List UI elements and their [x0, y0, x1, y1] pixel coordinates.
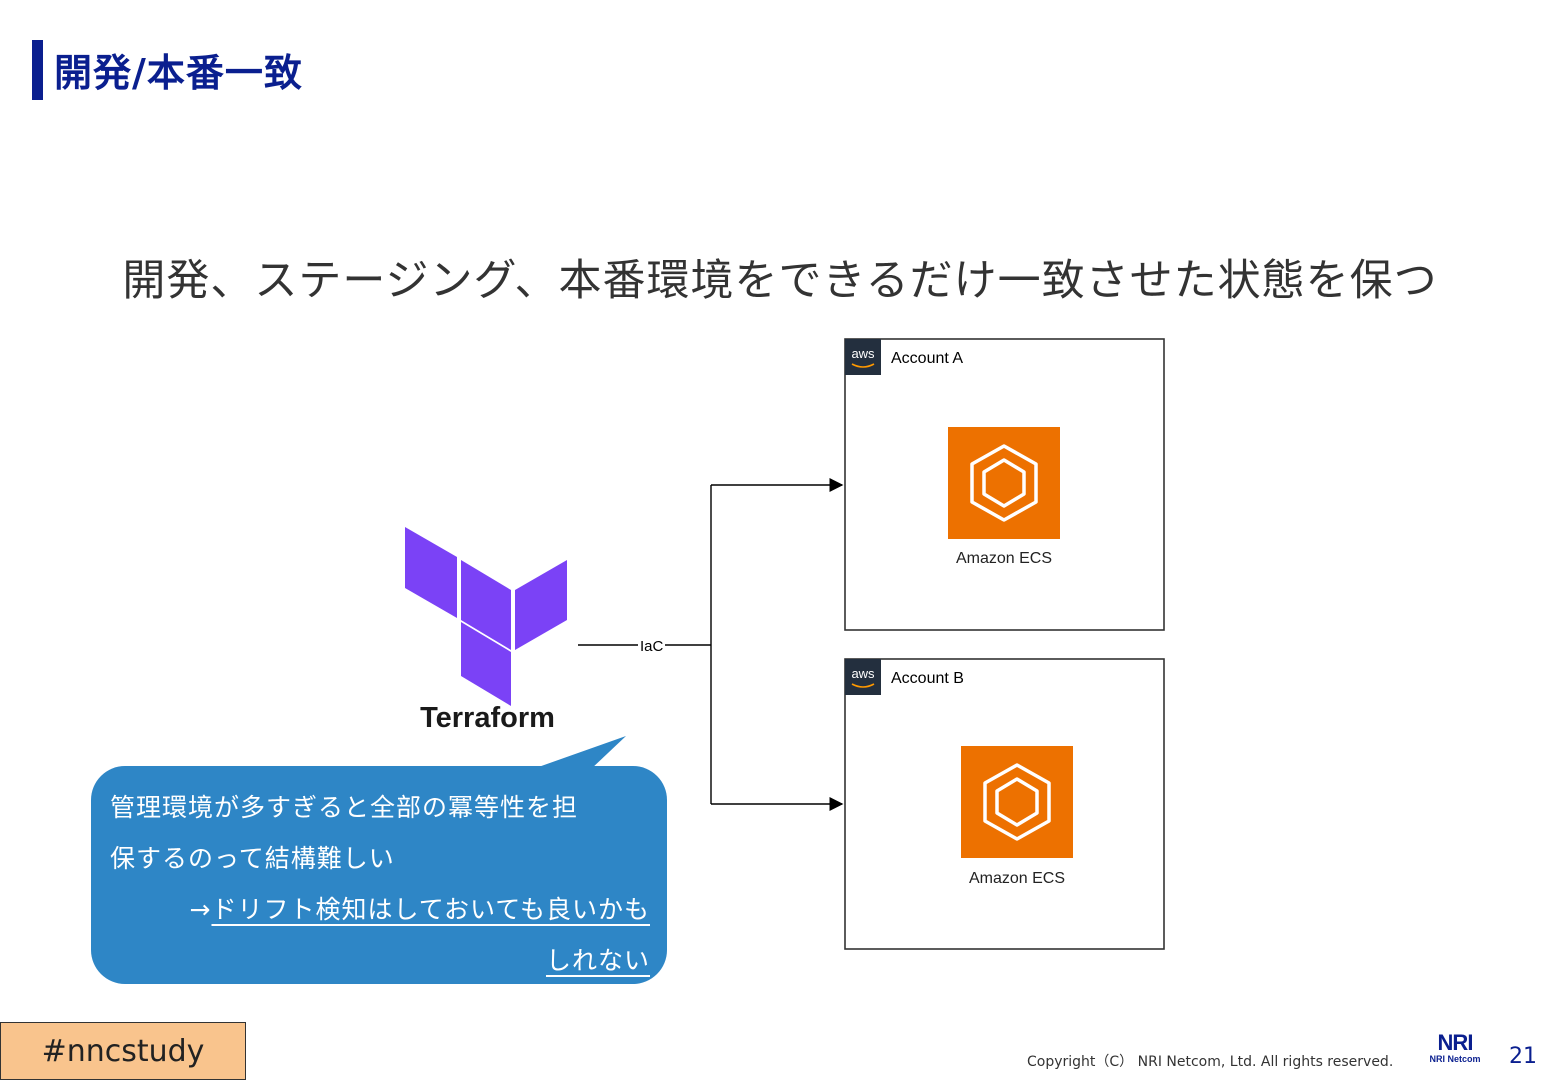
- callout-text: 管理環境が多すぎると全部の冪等性を担 保するのって結構難しい →ドリフト検知はし…: [110, 782, 650, 986]
- account-b-label: Account B: [891, 670, 964, 687]
- slide-title: 開発/本番一致: [54, 51, 303, 95]
- callout-emphasis-2: しれない: [545, 946, 650, 975]
- callout-line-4: しれない: [110, 935, 650, 986]
- title-accent-bar: [32, 40, 43, 100]
- callout-line-2: 保するのって結構難しい: [110, 844, 395, 873]
- ecs-icon: [961, 746, 1073, 858]
- hashtag-badge: #nncstudy: [0, 1022, 246, 1080]
- account-a-service-label: Amazon ECS: [955, 550, 1053, 567]
- ecs-icon: [948, 427, 1060, 539]
- slide-subtitle: 開発、ステージング、本番環境をできるだけ一致させた状態を保つ: [122, 256, 1438, 306]
- aws-badge-text: aws: [851, 666, 875, 681]
- callout-emphasis-1: ドリフト検知はしておいても良いかも: [211, 895, 650, 924]
- aws-badge-icon: [845, 339, 881, 375]
- callout-arrow: →: [189, 895, 212, 924]
- iac-connectors: [578, 478, 844, 811]
- logo-subtext: NRI Netcom: [1429, 1054, 1481, 1064]
- nri-netcom-logo: NRI NRI Netcom: [1420, 1030, 1490, 1064]
- terraform-logo-icon: [405, 527, 567, 706]
- callout-bubble: [91, 736, 667, 984]
- iac-edge-label: IaC: [638, 638, 666, 655]
- terraform-label: Terraform: [420, 702, 555, 734]
- callout-line-3: →ドリフト検知はしておいても良いかも: [110, 884, 650, 935]
- aws-badge-icon: [845, 659, 881, 695]
- aws-badge-text: aws: [851, 346, 875, 361]
- account-b-service-label: Amazon ECS: [968, 870, 1066, 887]
- account-b-box: aws: [844, 658, 1165, 950]
- copyright-text: Copyright（C） NRI Netcom, Ltd. All rights…: [1027, 1054, 1394, 1070]
- callout-line-1: 管理環境が多すぎると全部の冪等性を担: [110, 793, 579, 822]
- logo-mark: NRI: [1437, 1030, 1474, 1055]
- account-a-box: aws: [844, 338, 1165, 631]
- account-a-label: Account A: [891, 350, 964, 367]
- page-number: 21: [1509, 1044, 1537, 1069]
